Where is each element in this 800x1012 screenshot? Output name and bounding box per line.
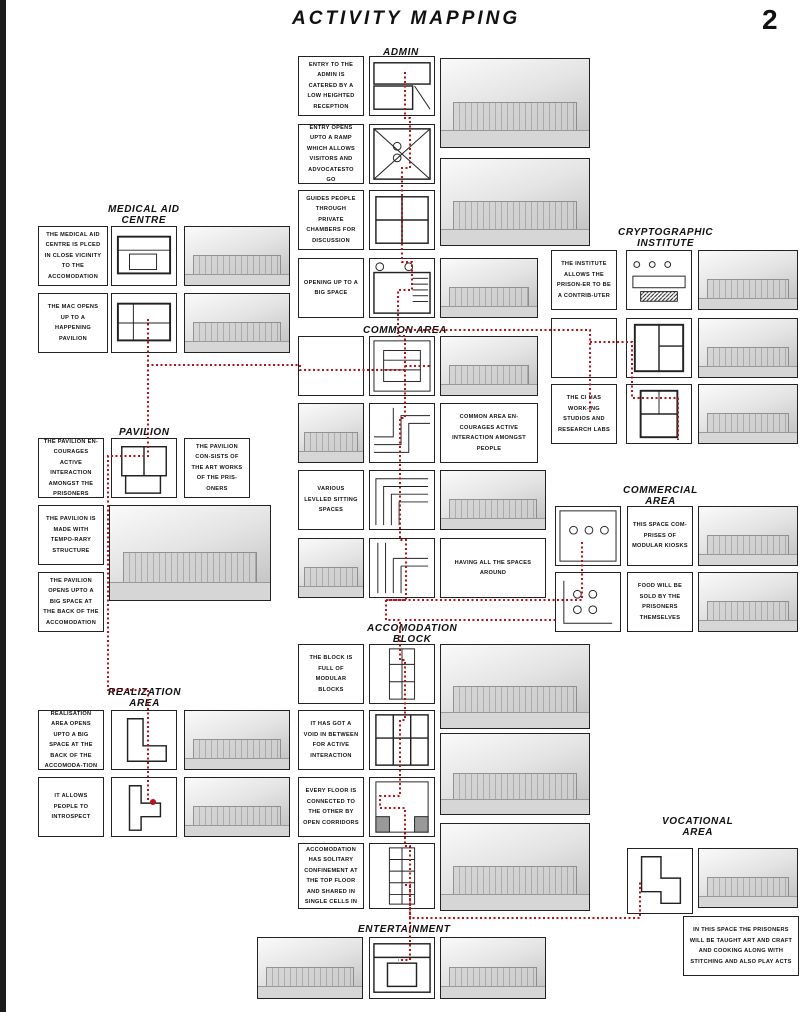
note-accom-4: THE ACCOMODATION HAS SOLITARY CONFINEMEN… <box>298 843 364 909</box>
plan-admin-3 <box>369 190 435 250</box>
page-number: 2 <box>762 4 778 35</box>
note-pavilion-3: THE PAVILION IS MADE WITH TEMPO-RARY STR… <box>38 505 104 565</box>
plan-accom-2 <box>369 710 435 770</box>
plan-realization-2 <box>111 777 177 837</box>
note-vocational: IN THIS SPACE THE PRISONERS WILL BE TAUG… <box>683 916 799 976</box>
section-label-pavilion: PAVILION <box>119 427 170 438</box>
plan-medical-1 <box>111 226 177 286</box>
blank-crypto <box>551 318 617 378</box>
render-admin-2 <box>440 158 590 246</box>
note-medical-1: THE MEDICAL AID CENTRE IS PLCED IN CLOSE… <box>38 226 108 286</box>
render-medical-1 <box>184 226 290 286</box>
note-admin-1: ENTRY TO THE ADMIN IS CATERED BY A LOW H… <box>298 56 364 116</box>
plan-admin-1 <box>369 56 435 116</box>
note-admin-2: ENTRY OPENS UPTO A RAMP WHICH ALLOWS VIS… <box>298 124 364 184</box>
render-common-3 <box>440 470 546 530</box>
page-title: ACTIVITY MAPPING <box>292 8 521 29</box>
section-label-common-area: COMMON AREA <box>363 325 448 336</box>
plan-crypto-1 <box>626 250 692 310</box>
render-realization-1 <box>184 710 290 770</box>
render-entertainment-1 <box>257 937 363 999</box>
note-accom-1: THE BLOCK IS FULL OF MODULAR BLOCKS <box>298 644 364 704</box>
note-pavilion-2: THE PAVILION CON-SISTS OF THE ART WORKS … <box>184 438 250 498</box>
render-commercial-1 <box>698 506 798 566</box>
left-edge-bar <box>0 0 6 1012</box>
render-entertainment-2 <box>440 937 546 999</box>
note-pavilion-4: THE PAVILION OPENS UPTO A BIG SPACE AT T… <box>38 572 104 632</box>
render-admin-4 <box>440 258 538 318</box>
note-common-1: COMMON AREA EN-COURAGES ACTIVE INTERACTI… <box>440 403 538 463</box>
plan-commercial-2 <box>555 572 621 632</box>
plan-accom-1 <box>369 644 435 704</box>
plan-commercial-1 <box>555 506 621 566</box>
render-medical-2 <box>184 293 290 353</box>
render-crypto-3 <box>698 384 798 444</box>
note-common-2: VARIOUS LEVLLED SITTING SPACES <box>298 470 364 530</box>
plan-common-3 <box>369 470 435 530</box>
note-pavilion-1: THE PAVILION EN-COURAGES ACTIVE INTERACT… <box>38 438 104 498</box>
note-crypto-1: THE INSTITUTE ALLOWS THE PRISON-ER TO BE… <box>551 250 617 310</box>
section-label-entertainment: ENTERTAINMENT <box>358 924 451 935</box>
render-admin-1 <box>440 58 590 148</box>
plan-admin-2 <box>369 124 435 184</box>
blank-common <box>298 336 364 396</box>
note-commercial-1: THIS SPACE COM-PRISES OF MODULAR KIOSKS <box>627 506 693 566</box>
plan-entertainment <box>369 937 435 999</box>
plan-realization-1 <box>111 710 177 770</box>
render-crypto-2 <box>698 318 798 378</box>
plan-crypto-2 <box>626 318 692 378</box>
plan-common-4 <box>369 538 435 598</box>
render-common-4 <box>298 538 364 598</box>
render-accom-2 <box>440 733 590 815</box>
section-label-admin: ADMIN <box>383 47 419 58</box>
note-realization-2: IT ALLOWS PEOPLE TO INTROSPECT <box>38 777 104 837</box>
plan-admin-4 <box>369 258 435 318</box>
render-common-2 <box>298 403 364 463</box>
plan-accom-3 <box>369 777 435 837</box>
plan-accom-4 <box>369 843 435 909</box>
note-admin-4: OPENING UP TO A BIG SPACE <box>298 258 364 318</box>
plan-common-1 <box>369 336 435 396</box>
render-common-1 <box>440 336 538 396</box>
note-common-3: HAVING ALL THE SPACES AROUND <box>440 538 546 598</box>
note-admin-3: GUIDES PEOPLE THROUGH PRIVATE CHAMBERS F… <box>298 190 364 250</box>
note-realization-1: REALISATION AREA OPENS UPTO A BIG SPACE … <box>38 710 104 770</box>
render-accom-3 <box>440 823 590 911</box>
plan-vocational <box>627 848 693 914</box>
note-medical-2: THE MAC OPENS UP TO A HAPPENING PAVILION <box>38 293 108 353</box>
render-vocational <box>698 848 798 908</box>
note-crypto-2: THE CI HAS WORK-ING STUDIOS AND RESEARCH… <box>551 384 617 444</box>
note-commercial-2: FOOD WILL BE SOLD BY THE PRISONERS THEMS… <box>627 572 693 632</box>
plan-pavilion-1 <box>111 438 177 498</box>
plan-medical-2 <box>111 293 177 353</box>
note-accom-2: IT HAS GOT A VOID IN BETWEEN FOR ACTIVE … <box>298 710 364 770</box>
render-commercial-2 <box>698 572 798 632</box>
plan-common-2 <box>369 403 435 463</box>
render-crypto-1 <box>698 250 798 310</box>
render-accom-1 <box>440 644 590 729</box>
note-accom-3: EVERY FLOOR IS CONNECTED TO THE OTHER BY… <box>298 777 364 837</box>
render-pavilion <box>109 505 271 601</box>
render-realization-2 <box>184 777 290 837</box>
plan-crypto-3 <box>626 384 692 444</box>
